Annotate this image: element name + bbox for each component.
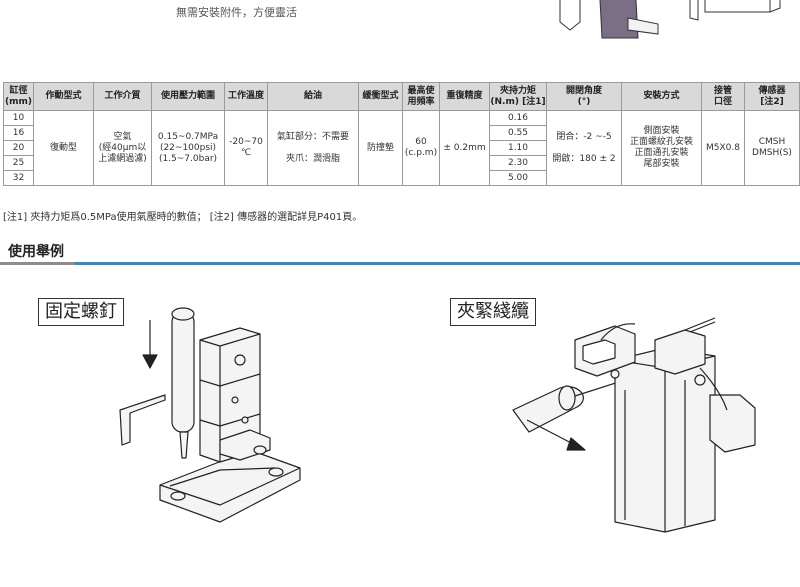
section-title: 使用舉例 <box>8 244 64 260</box>
cushion-cell: 防撞墊 <box>358 110 403 186</box>
section-divider <box>0 262 800 265</box>
header-angle: 開閉角度(°) <box>546 82 622 111</box>
header-pressure: 使用壓力範圍 <box>151 82 225 111</box>
torque-cell: 5.00 <box>489 170 547 186</box>
bore-cell: 25 <box>3 155 34 171</box>
mounting-cell: 側面安裝正面螺紋孔安裝正面通孔安裝尾部安裝 <box>621 110 702 186</box>
screw-fixing-illustration <box>119 307 301 523</box>
torque-cell: 1.10 <box>489 140 547 156</box>
table-footnote: [注1] 夾持力矩爲0.5MPa使用氣壓時的數值； [注2] 傳感器的選配詳見P… <box>3 212 363 223</box>
table-row: 16 0.55 <box>3 125 800 141</box>
header-repeatability: 重復精度 <box>439 82 490 111</box>
header-medium: 工作介質 <box>93 82 152 111</box>
medium-cell: 空氣(經40μm以上濾網過濾) <box>93 110 152 186</box>
table-row: 32 5.00 <box>3 170 800 186</box>
example-label-screw: 固定螺釘 <box>38 298 124 326</box>
repeatability-cell: ± 0.2mm <box>439 110 490 186</box>
action-cell: 復動型 <box>33 110 94 186</box>
header-torque: 夾持力矩(N.m) [注1] <box>489 82 547 111</box>
torque-cell: 0.55 <box>489 125 547 141</box>
cylinder-top-illustration <box>559 0 781 39</box>
torque-cell: 0.16 <box>489 110 547 126</box>
header-temperature: 工作溫度 <box>224 82 268 111</box>
frequency-cell: 60(c.p.m) <box>402 110 440 186</box>
table-row: 20 1.10 <box>3 140 800 156</box>
header-bore: 缸徑(mm) <box>3 82 34 111</box>
feature-note: 無需安裝附件，方便靈活 <box>176 6 297 19</box>
header-cushion: 緩衝型式 <box>358 82 403 111</box>
header-sensor: 傳感器[注2] <box>744 82 800 111</box>
temperature-cell: -20~70℃ <box>224 110 268 186</box>
table-header-row: 缸徑(mm) 作動型式 工作介質 使用壓力範圍 工作溫度 給油 緩衝型式 最高使… <box>3 82 800 111</box>
bore-cell: 16 <box>3 125 34 141</box>
spec-table: 缸徑(mm) 作動型式 工作介質 使用壓力範圍 工作溫度 給油 緩衝型式 最高使… <box>3 82 800 186</box>
bore-cell: 32 <box>3 170 34 186</box>
header-mounting: 安裝方式 <box>621 82 702 111</box>
header-port: 接管口徑 <box>701 82 745 111</box>
cable-clamping-illustration <box>512 317 756 533</box>
bore-cell: 20 <box>3 140 34 156</box>
header-lubrication: 給油 <box>267 82 359 111</box>
header-frequency: 最高使用頻率 <box>402 82 440 111</box>
port-cell: M5X0.8 <box>701 110 745 186</box>
bore-cell: 10 <box>3 110 34 126</box>
example-label-cable: 夾緊綫纜 <box>450 298 536 326</box>
header-action: 作動型式 <box>33 82 94 111</box>
torque-cell: 2.30 <box>489 155 547 171</box>
pressure-cell: 0.15~0.7MPa(22~100psi)(1.5~7.0bar) <box>151 110 225 186</box>
table-row: 10 復動型 空氣(經40μm以上濾網過濾) 0.15~0.7MPa(22~10… <box>3 110 800 186</box>
lubrication-cell: 氣缸部分：不需要夾爪：潤滑脂 <box>267 110 359 186</box>
